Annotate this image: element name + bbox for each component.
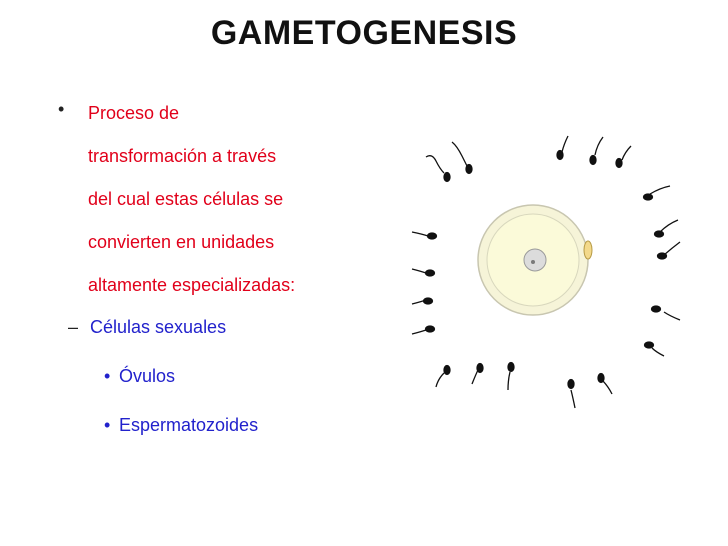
egg-and-sperm-illustration [411, 135, 681, 409]
bullet-item: • Proceso de transformación a través del… [58, 92, 388, 307]
bullet-line-4: convierten en unidades [88, 232, 275, 252]
sub-sub-bullet-text: Espermatozoides [119, 415, 259, 435]
sub-sub-bullet-item: • Espermatozoides [28, 410, 388, 440]
sub-bullet-item: – Células sexuales [28, 312, 388, 342]
bullet-icon: • [58, 99, 65, 119]
bullet-line-2: transformación a través [88, 146, 277, 166]
bullet-line-3: del cual estas células se [88, 189, 284, 209]
bullet-icon: • [104, 366, 111, 386]
slide-title: GAMETOGENESIS [210, 14, 518, 52]
sperm-icon [411, 135, 681, 409]
bullet-icon: • [104, 415, 111, 435]
sub-sub-bullet-item: • Óvulos [28, 361, 388, 391]
dash-icon: – [68, 317, 79, 337]
egg-icon [477, 204, 593, 316]
slide-body: • Proceso de transformación a través del… [58, 92, 388, 440]
bullet-line-5: altamente especializadas: [88, 275, 296, 295]
bullet-line-1: Proceso de [88, 103, 180, 123]
sub-bullet-text: Células sexuales [90, 317, 227, 337]
sub-sub-bullet-text: Óvulos [119, 366, 176, 386]
